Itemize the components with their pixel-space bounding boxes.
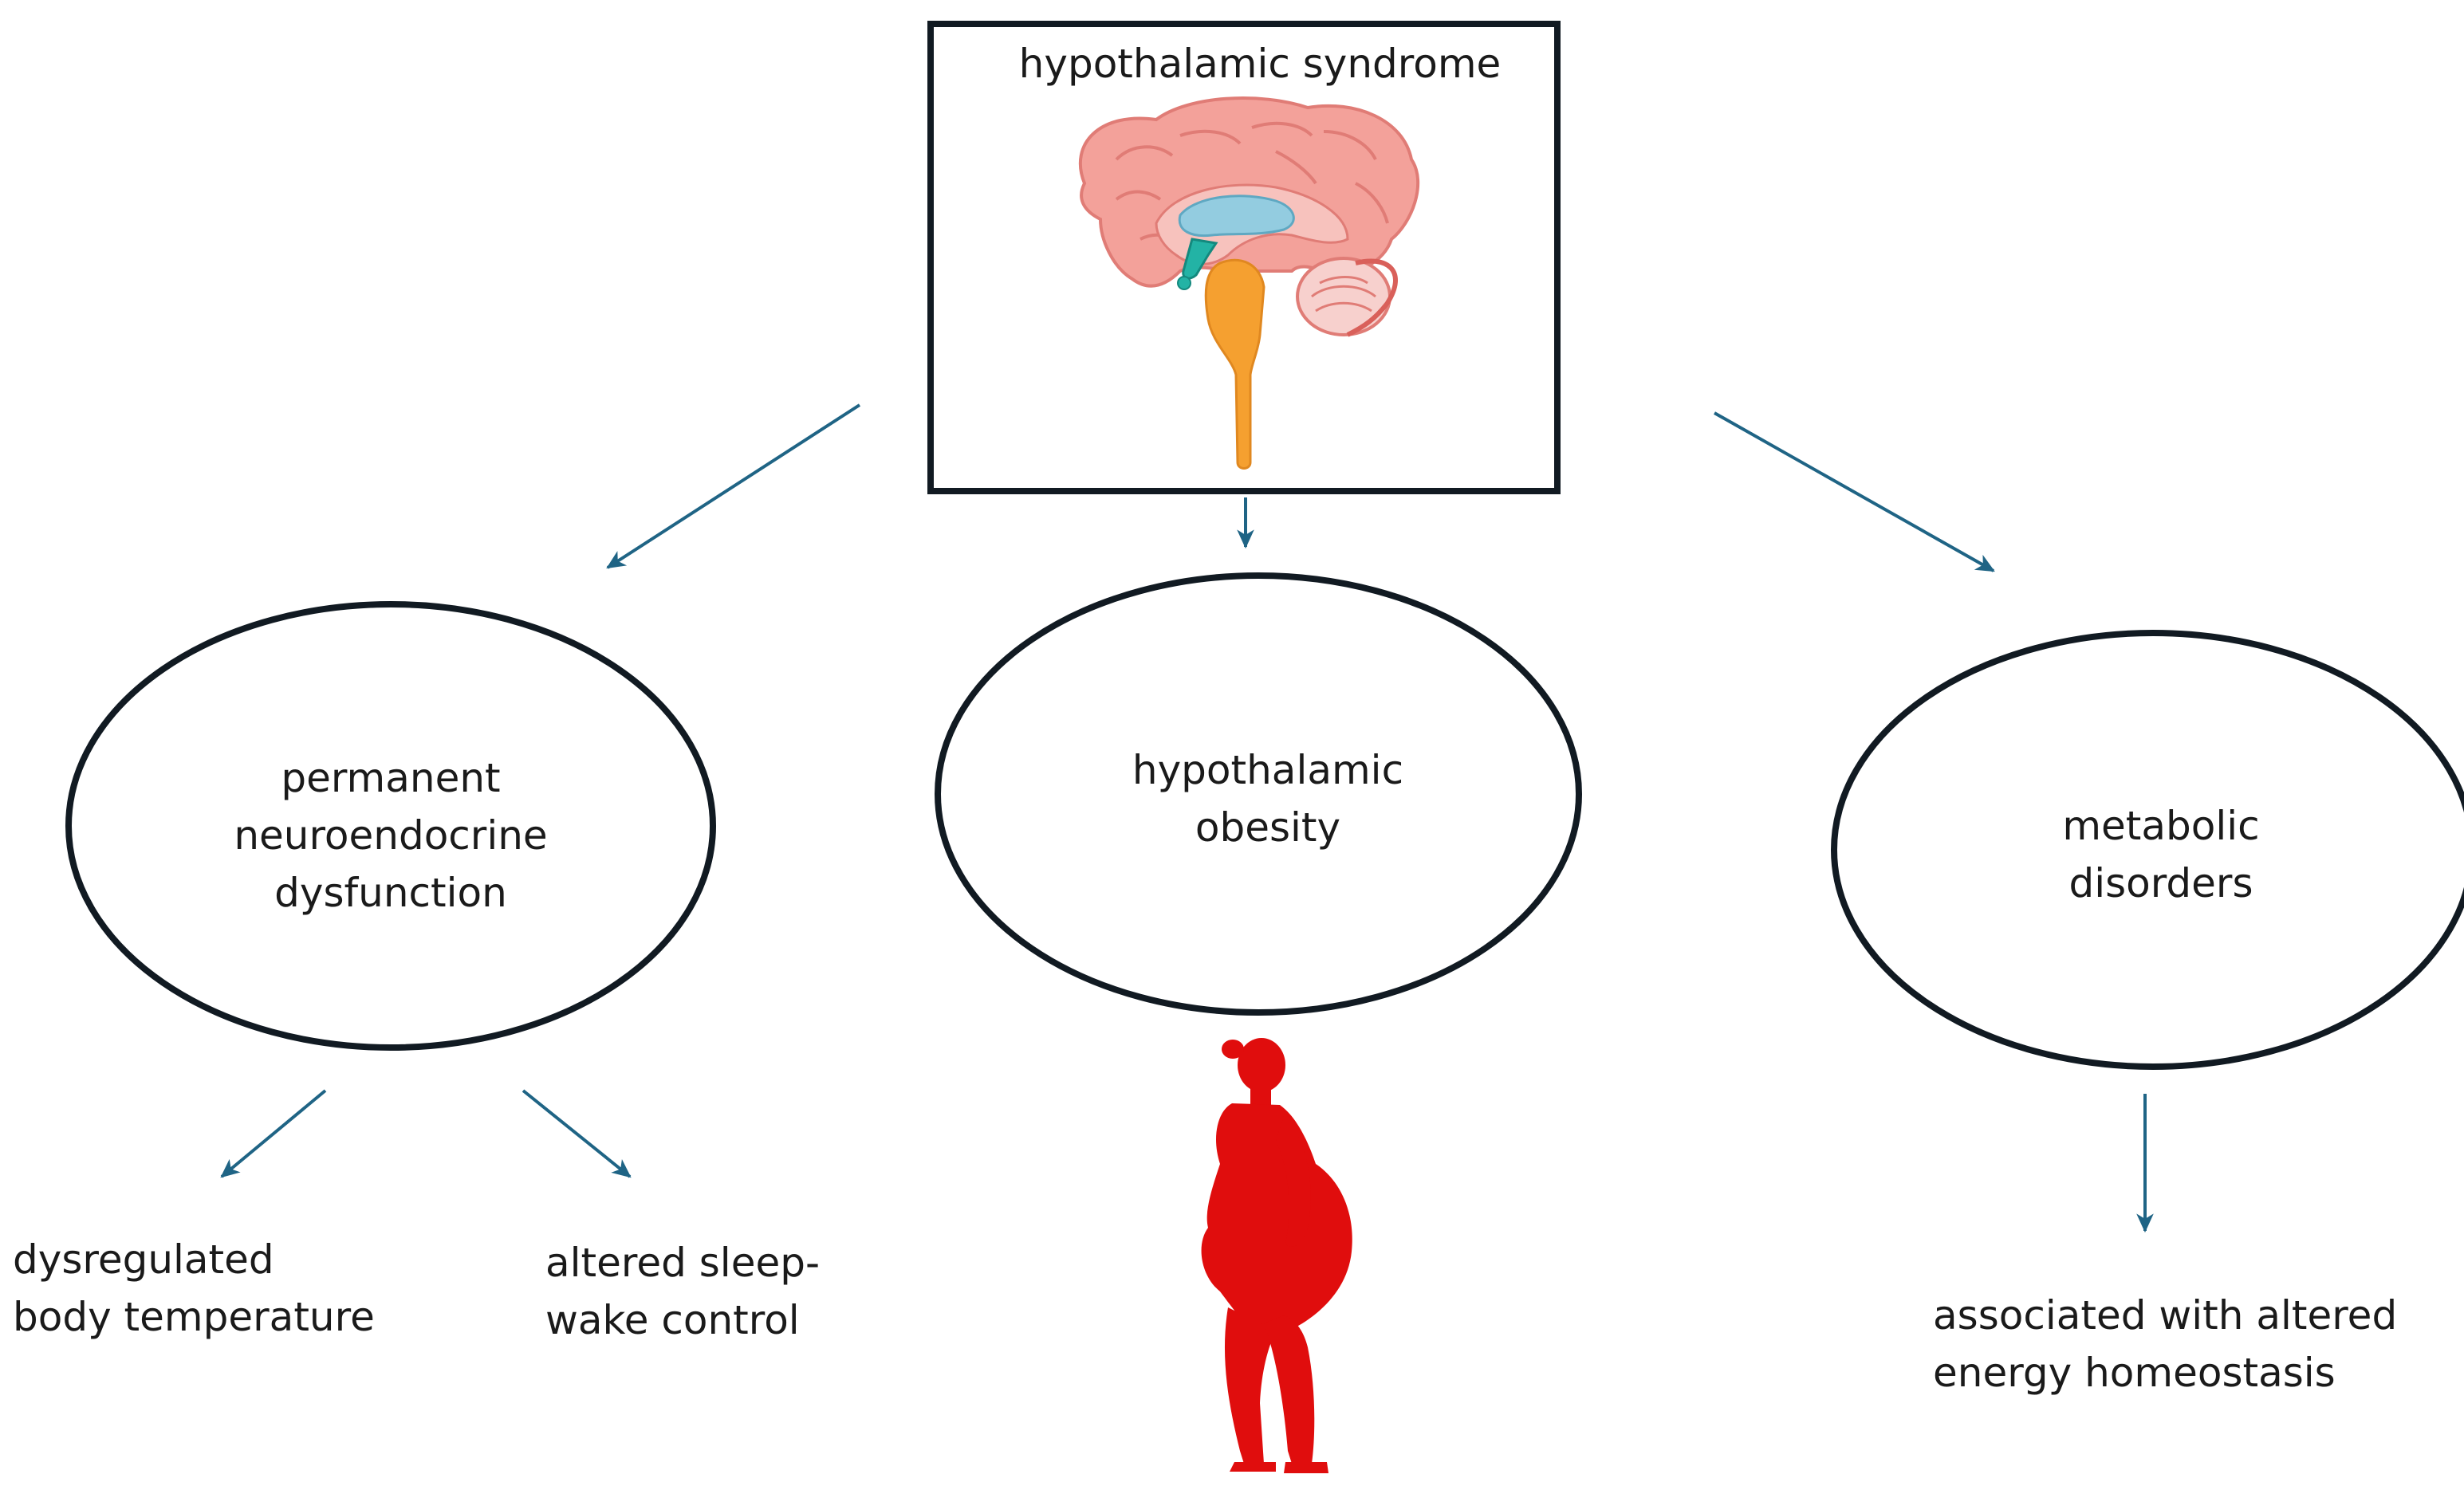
node-center-ellipse: [935, 572, 1582, 1016]
leaf-energy-line-2: energy homeostasis: [1933, 1350, 2336, 1396]
obese-person-silhouette-icon: [1201, 1038, 1352, 1473]
node-right-line-2: disorders: [2068, 860, 2253, 906]
node-left-line-3: dysfunction: [274, 870, 507, 916]
node-right-line-1: metabolic: [2062, 803, 2260, 849]
leaf-temperature-line-1: dysregulated: [13, 1236, 274, 1283]
leaf-sleep-line-1: altered sleep-: [545, 1240, 820, 1286]
node-left-ellipse: [65, 601, 716, 1051]
node-center-line-2: obesity: [1195, 804, 1341, 851]
arrow-to-left-node: [606, 403, 861, 569]
node-right-label: metabolic disorders: [1842, 797, 2464, 912]
title-text: hypothalamic syndrome: [1018, 41, 1502, 87]
node-left-line-2: neuroendocrine: [234, 812, 548, 859]
leaf-temperature-label: dysregulated body temperature: [13, 1231, 459, 1346]
node-right-ellipse: [1831, 630, 2464, 1070]
leaf-sleep-label: altered sleep- wake control: [545, 1234, 960, 1349]
node-left-label: permanent neuroendocrine dysfunction: [72, 749, 710, 922]
arrow-to-sleep-leaf: [522, 1089, 632, 1178]
arrow-to-temperature-leaf: [220, 1089, 327, 1178]
node-center-label: hypothalamic obesity: [949, 741, 1587, 856]
title-label: hypothalamic syndrome: [949, 35, 1571, 92]
leaf-energy-line-1: associated with altered: [1933, 1292, 2398, 1339]
leaf-energy-label: associated with altered energy homeostas…: [1933, 1287, 2459, 1401]
arrow-to-right-node: [1714, 411, 1995, 572]
leaf-sleep-line-2: wake control: [545, 1297, 800, 1343]
node-left-line-1: permanent: [281, 755, 501, 801]
leaf-temperature-line-2: body temperature: [13, 1294, 375, 1340]
brain-sagittal-illustration-icon: [1079, 96, 1420, 470]
node-center-line-1: hypothalamic: [1132, 747, 1404, 793]
